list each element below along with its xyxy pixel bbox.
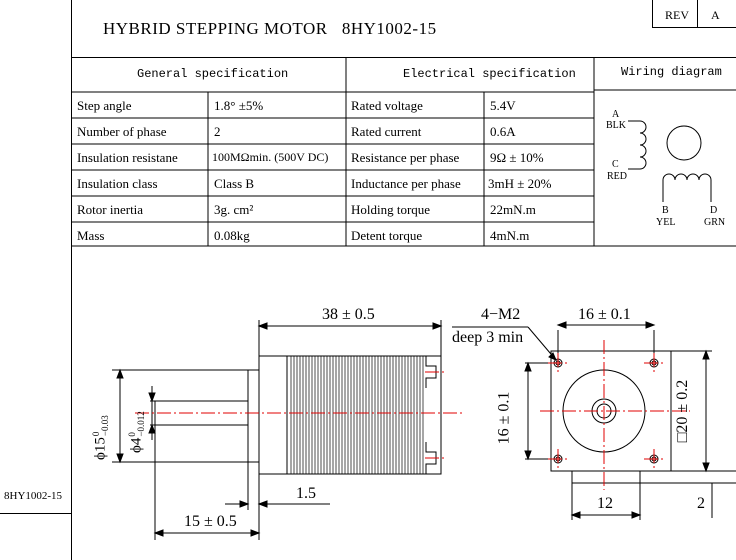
rev-box <box>652 0 736 28</box>
general-row-label: Number of phase <box>77 124 167 139</box>
electrical-row-value: 3mH ± 20% <box>488 176 552 191</box>
dim-shaft-length: 15 ± 0.5 <box>184 513 237 530</box>
dim-connector-width: 12 <box>597 495 613 512</box>
wiring-heading: Wiring diagram <box>621 65 722 79</box>
wire-b-color: YEL <box>656 217 676 228</box>
wire-c-color: RED <box>607 171 627 182</box>
general-row-value: 0.08kg <box>214 228 250 243</box>
side-model-label: 8HY1002-15 <box>4 490 63 502</box>
general-heading: General specification <box>137 67 289 81</box>
electrical-row-label: Detent torque <box>351 228 423 243</box>
title-text: HYBRID STEPPING MOTOR 8HY1002-15 <box>103 20 437 37</box>
general-row-label: Step angle <box>77 98 132 113</box>
general-row-value: 1.8° ±5% <box>214 98 264 113</box>
general-row-value: Class B <box>214 176 255 191</box>
electrical-row-label: Resistance per phase <box>351 150 460 165</box>
electrical-row-label: Inductance per phase <box>351 176 461 191</box>
dim-screw-depth: deep 3 min <box>452 329 524 346</box>
electrical-row-label: Rated current <box>351 124 422 139</box>
boss-dia-symbol: ϕ15 <box>92 437 109 460</box>
dim-connector-height: 2 <box>697 495 705 512</box>
electrical-row-value: 22mN.m <box>490 202 536 217</box>
dim-boss-height: 1.5 <box>296 485 316 502</box>
wire-a-color: BLK <box>606 120 626 131</box>
rev-label: REV <box>665 8 689 22</box>
general-row-value: 3g. cm² <box>214 202 254 217</box>
general-row-label: Mass <box>77 228 105 243</box>
electrical-row-value: 9Ω ± 10% <box>490 150 544 165</box>
dim-hole-spacing-h: 16 ± 0.1 <box>578 306 631 323</box>
motor-model: 8HY1002-15 <box>341 19 437 38</box>
wire-d-letter: D <box>710 205 718 216</box>
general-row-label: Insulation resistane <box>77 150 178 165</box>
left-margin-line <box>0 513 71 514</box>
general-row-value: 2 <box>214 124 221 139</box>
rev-divider <box>697 0 698 28</box>
shaft-dia-symbol: ϕ4 <box>128 437 145 453</box>
dim-screw-spec: 4−M2 <box>481 306 521 323</box>
electrical-row-label: Holding torque <box>351 202 431 217</box>
boss-tol-lower: −0.03 <box>100 415 110 437</box>
shaft-tol-lower: −0.012 <box>136 411 146 437</box>
drawing-frame <box>71 0 736 560</box>
electrical-row-value: 0.6A <box>490 124 516 139</box>
electrical-row-label: Rated voltage <box>351 98 423 113</box>
connector-front <box>571 470 641 484</box>
rev-value: A <box>711 8 720 22</box>
wire-d-color: GRN <box>704 217 726 228</box>
dim-flange-size: □20 ± 0.2 <box>674 379 692 443</box>
wire-a-letter: A <box>612 109 620 120</box>
title-block <box>71 0 736 58</box>
lamination-lines <box>290 356 424 474</box>
electrical-heading: Electrical specification <box>403 67 576 81</box>
general-row-label: Insulation class <box>77 176 158 191</box>
motor-title: HYBRID STEPPING MOTOR <box>103 19 328 38</box>
electrical-row-value: 4mN.m <box>490 228 530 243</box>
general-row-value: 100MΩmin. (500V DC) <box>212 150 329 164</box>
electrical-row-value: 5.4V <box>490 98 516 113</box>
dim-body-length: 38 ± 0.5 <box>322 306 375 323</box>
dim-hole-spacing-v: 16 ± 0.1 <box>495 391 513 445</box>
general-row-label: Rotor inertia <box>77 202 144 217</box>
wire-c-letter: C <box>612 159 619 170</box>
wire-b-letter: B <box>662 205 669 216</box>
